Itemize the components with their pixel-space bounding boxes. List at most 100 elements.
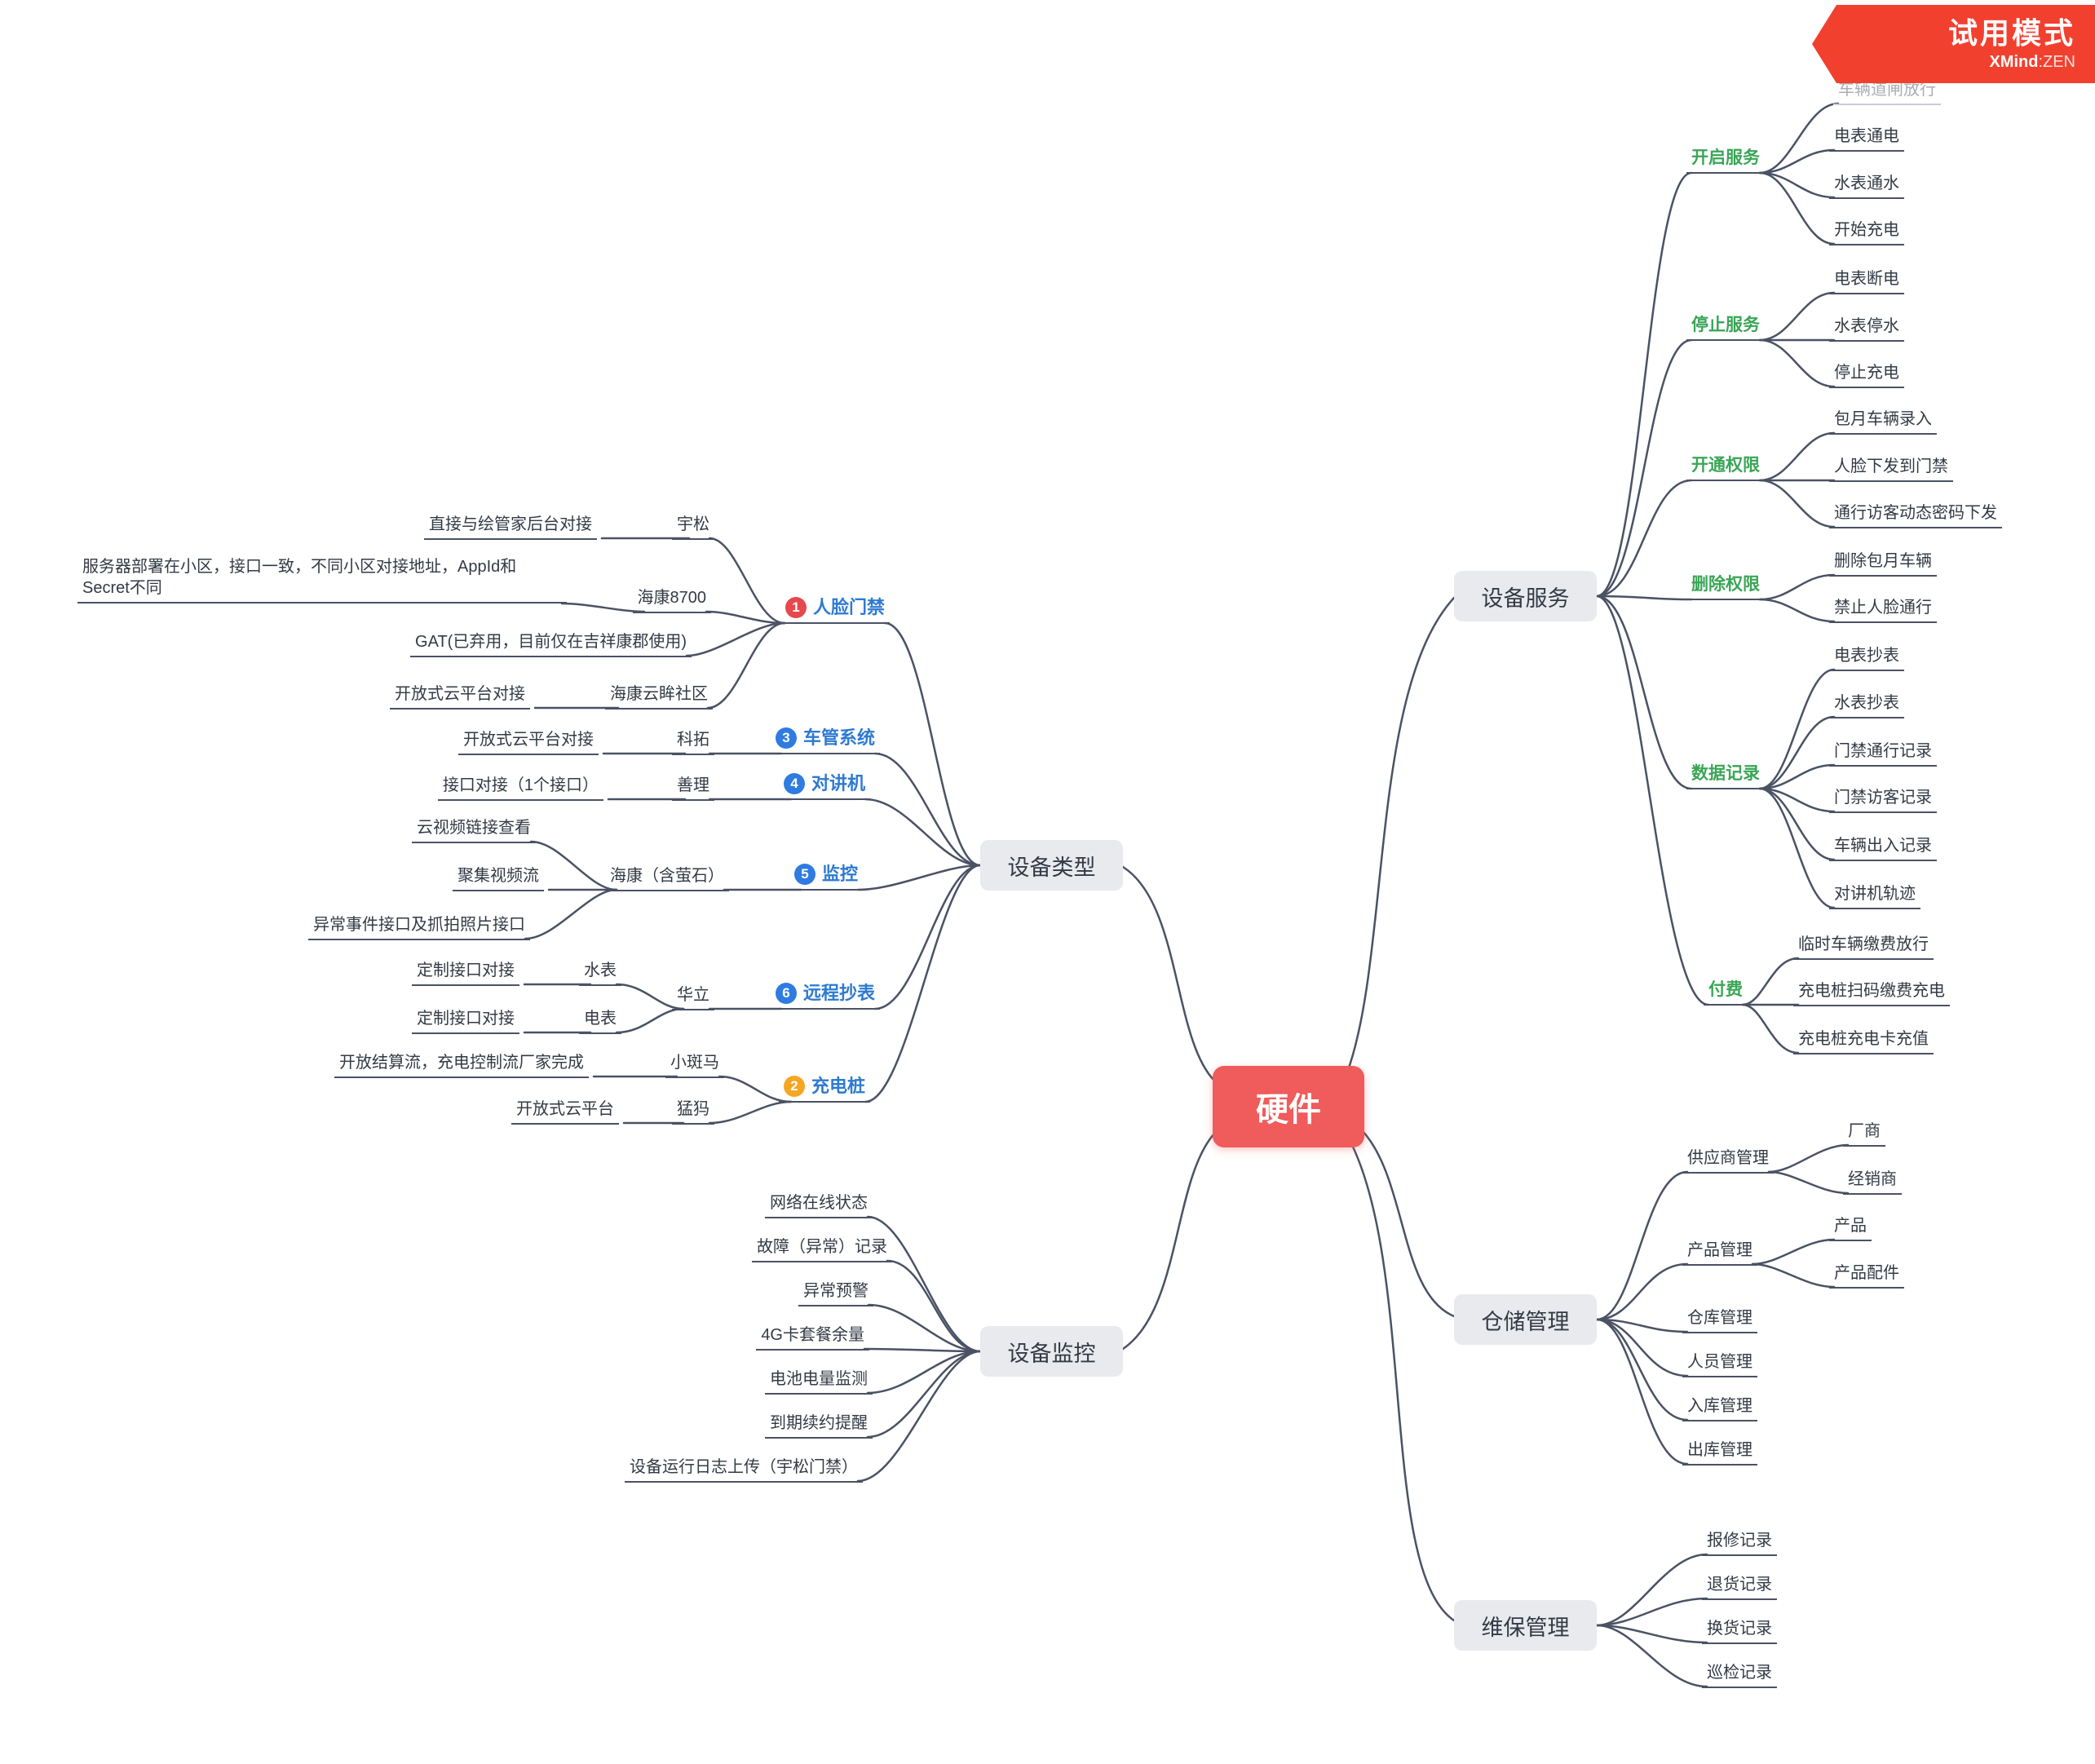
topic-yusong[interactable]: 宇松 [672,512,714,540]
topic-gat-deprecated[interactable]: GAT(已弃用，目前仅在吉祥康郡使用) [410,630,692,657]
topic-inbound-mgmt[interactable]: 入库管理 [1682,1394,1757,1421]
topic-product-mgmt[interactable]: 产品管理 [1682,1238,1757,1266]
topic-shanli[interactable]: 善理 [672,773,714,801]
topic-cctv[interactable]: 5 监控 [789,861,863,891]
topic-supplier-mgmt[interactable]: 供应商管理 [1682,1146,1774,1174]
topic-product[interactable]: 产品 [1829,1214,1872,1241]
topic-remove-permission[interactable]: 删除权限 [1686,572,1765,600]
topic-open-cloud-integration-2[interactable]: 开放式云平台对接 [458,727,599,755]
topic-hik-cloud-community[interactable]: 海康云眸社区 [605,682,713,710]
topic-gate-release[interactable]: 车辆道闸放行 [1833,77,1941,105]
topic-charge-start[interactable]: 开始充电 [1829,218,1904,245]
topic-mengma[interactable]: 猛犸 [672,1097,714,1125]
topic-fault-record[interactable]: 故障（异常）记录 [752,1235,892,1262]
topic-xiaobanma-note[interactable]: 开放结算流，充电控制流厂家完成 [334,1050,589,1078]
topic-intercom-label: 对讲机 [811,773,865,794]
marker-5-icon: 5 [793,864,815,885]
topic-meter-power-on[interactable]: 电表通电 [1829,124,1904,152]
topic-remote-meter-label: 远程抄表 [802,983,875,1003]
topic-xiaobanma[interactable]: 小斑马 [665,1050,724,1078]
topic-visitor-password[interactable]: 通行访客动态密码下发 [1829,501,2002,528]
topic-electric-reading[interactable]: 电表抄表 [1829,643,1904,671]
topic-electric-meter[interactable]: 电表 [579,1006,621,1034]
topic-water-reading[interactable]: 水表抄表 [1829,691,1904,718]
topic-vehicle-system-label: 车管系统 [802,727,875,748]
topic-outbound-mgmt[interactable]: 出库管理 [1682,1438,1757,1466]
topic-warehouse-storage-mgmt[interactable]: 仓库管理 [1682,1306,1757,1333]
topic-water-on[interactable]: 水表通水 [1829,171,1904,199]
trial-mode-label: 试用模式 [1947,15,2075,50]
topic-exchange-records[interactable]: 换货记录 [1702,1616,1777,1644]
topic-charge-card-topup[interactable]: 充电桩充电卡充值 [1793,1027,1934,1054]
topic-monthly-vehicle-entry[interactable]: 包月车辆录入 [1829,407,1937,435]
topic-return-records[interactable]: 退货记录 [1702,1572,1777,1600]
topic-delete-monthly-vehicle[interactable]: 删除包月车辆 [1829,549,1937,577]
topic-cctv-label: 监控 [821,864,858,884]
topic-product-parts[interactable]: 产品配件 [1829,1261,1904,1289]
topic-hik8700[interactable]: 海康8700 [632,586,711,613]
topic-charge-stop[interactable]: 停止充电 [1829,360,1904,388]
topic-abnormal-event-api[interactable]: 异常事件接口及抓拍照片接口 [308,913,530,940]
branch-device-type[interactable]: 设备类型 [980,840,1123,891]
topic-huali[interactable]: 华立 [672,983,714,1010]
topic-abnormal-alert[interactable]: 异常预警 [798,1279,873,1306]
topic-charge-scan-pay[interactable]: 充电桩扫码缴费充电 [1793,979,1950,1006]
topic-water-meter[interactable]: 水表 [579,958,621,986]
trial-mode-banner[interactable]: 试用模式 XMind:ZEN [1812,5,2095,83]
marker-4-icon: 4 [783,773,805,794]
topic-ban-face[interactable]: 禁止人脸通行 [1829,595,1937,623]
topic-mengma-note[interactable]: 开放式云平台 [511,1097,619,1125]
topic-custom-api-electric[interactable]: 定制接口对接 [412,1006,519,1034]
topic-device-log-upload[interactable]: 设备运行日志上传（宇松门禁） [625,1455,863,1483]
topic-water-off[interactable]: 水表停水 [1829,314,1904,342]
topic-meter-power-off[interactable]: 电表断电 [1829,267,1904,294]
topic-manufacturer[interactable]: 厂商 [1843,1119,1885,1147]
topic-battery-monitor[interactable]: 电池电量监测 [765,1367,873,1395]
branch-warehouse-mgmt[interactable]: 仓储管理 [1454,1294,1597,1345]
topic-visitor-records[interactable]: 门禁访客记录 [1829,785,1937,813]
topic-remote-meter-reading[interactable]: 6 远程抄表 [770,980,880,1010]
xmind-zen-logo: XMind:ZEN [1989,53,2075,72]
marker-1-icon: 1 [785,597,807,618]
topic-interface-integration[interactable]: 接口对接（1个接口） [437,773,603,801]
branch-device-service[interactable]: 设备服务 [1454,571,1597,621]
topic-face-access-label: 人脸门禁 [812,597,885,617]
topic-renewal-reminder[interactable]: 到期续约提醒 [765,1411,873,1439]
topic-staff-mgmt[interactable]: 人员管理 [1682,1350,1757,1377]
marker-2-icon: 2 [783,1076,805,1097]
branch-device-monitor[interactable]: 设备监控 [980,1326,1123,1377]
topic-ketuo[interactable]: 科拓 [672,727,714,755]
topic-face-access[interactable]: 1 人脸门禁 [780,595,890,624]
topic-data-record[interactable]: 数据记录 [1686,761,1765,789]
topic-distributor[interactable]: 经销商 [1843,1167,1902,1195]
topic-intercom-track[interactable]: 对讲机轨迹 [1829,882,1920,909]
topic-intercom[interactable]: 4 对讲机 [778,771,870,800]
topic-payment[interactable]: 付费 [1704,977,1748,1006]
topic-open-cloud-integration-1[interactable]: 开放式云平台对接 [390,682,530,710]
topic-face-dispatch[interactable]: 人脸下发到门禁 [1829,454,1953,482]
topic-custom-api-water[interactable]: 定制接口对接 [412,958,519,986]
root-topic-hardware[interactable]: 硬件 [1213,1066,1364,1147]
topic-stop-service[interactable]: 停止服务 [1686,312,1765,341]
topic-vehicle-records[interactable]: 车辆出入记录 [1829,833,1937,861]
topic-inspection-records[interactable]: 巡检记录 [1702,1660,1777,1688]
topic-start-service[interactable]: 开启服务 [1686,145,1765,174]
topic-video-stream[interactable]: 聚集视频流 [453,864,544,891]
topic-vehicle-system[interactable]: 3 车管系统 [770,725,880,754]
topic-yusong-integration[interactable]: 直接与绘管家后台对接 [424,512,597,540]
topic-repair-records[interactable]: 报修记录 [1702,1528,1777,1556]
topic-cloud-video-view[interactable]: 云视频链接查看 [412,816,536,843]
topic-temp-vehicle-pay[interactable]: 临时车辆缴费放行 [1793,932,1934,960]
topic-network-status[interactable]: 网络在线状态 [765,1191,873,1218]
branch-maintenance-mgmt[interactable]: 维保管理 [1454,1600,1597,1651]
topic-charging-pile-label: 充电桩 [811,1076,865,1096]
topic-access-records[interactable]: 门禁通行记录 [1829,739,1937,767]
topic-hik8700-deploy-note[interactable]: 服务器部署在小区，接口一致，不同小区对接地址，AppId和Secret不同 [77,555,567,603]
topic-grant-permission[interactable]: 开通权限 [1686,453,1765,481]
topic-hikvision-ezviz[interactable]: 海康（含萤石） [605,864,729,891]
topic-charging-pile[interactable]: 2 充电桩 [778,1073,870,1103]
marker-6-icon: 6 [775,983,797,1004]
topic-4g-data-balance[interactable]: 4G卡套餐余量 [756,1323,869,1351]
